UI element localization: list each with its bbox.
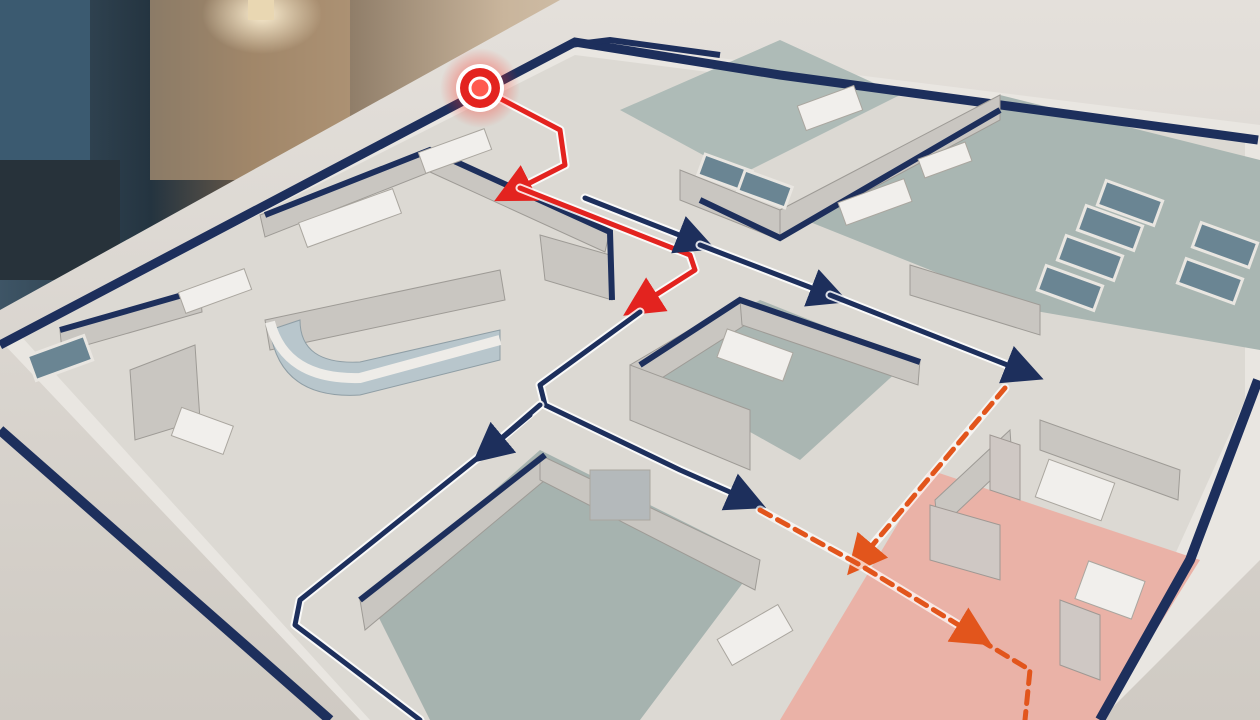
orange-route-segment-1 bbox=[847, 385, 1008, 576]
navy-route-segment-4 bbox=[537, 309, 767, 511]
ward-beds bbox=[25, 152, 1260, 383]
outer-wall-right bbox=[1095, 378, 1260, 720]
orange-route-segment-3 bbox=[977, 637, 1033, 720]
location-pin-icon bbox=[440, 48, 520, 128]
orange-route-segment-2 bbox=[757, 507, 993, 646]
pink-zone-partitions bbox=[929, 434, 1101, 681]
red-route-segment-2 bbox=[517, 185, 698, 316]
route-lines bbox=[290, 83, 1044, 720]
outer-wall-top bbox=[0, 37, 1259, 349]
red-route-segment-1 bbox=[477, 85, 568, 202]
wall-lamp bbox=[202, 0, 322, 54]
navy-route-segment-2 bbox=[697, 242, 849, 307]
outer-wall-left bbox=[0, 426, 334, 720]
ward-floor-top bbox=[620, 40, 900, 175]
furniture bbox=[170, 84, 1146, 667]
navy-route-segment-1 bbox=[582, 195, 716, 254]
navy-accent-walls bbox=[59, 36, 1002, 603]
navy-route-segment-3 bbox=[827, 292, 1044, 384]
